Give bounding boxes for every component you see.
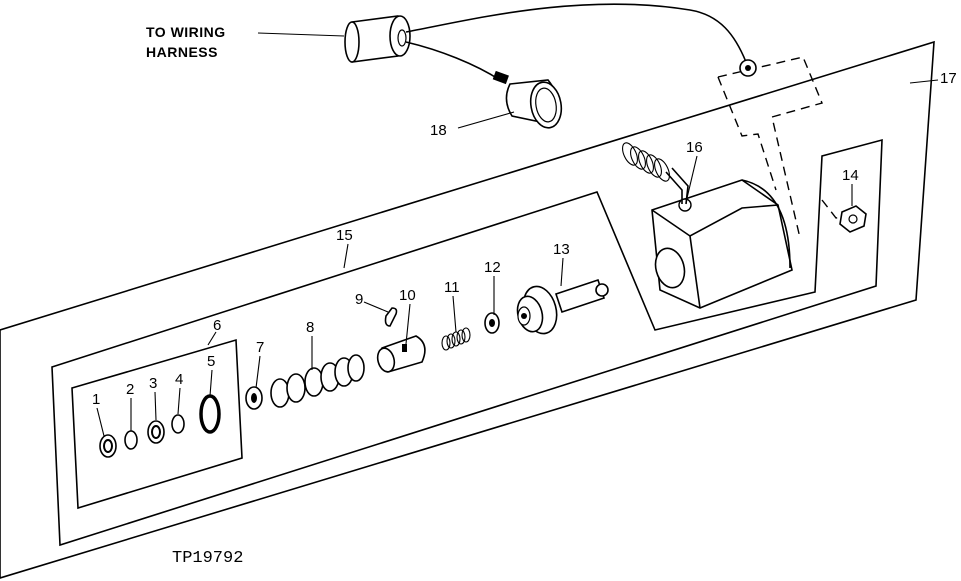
callout-6: 6: [213, 317, 221, 334]
outer-panel: [0, 40, 935, 579]
o-ring-2: [124, 430, 138, 450]
callout-7: 7: [256, 339, 264, 356]
washer-12: [484, 312, 500, 334]
callout-13: 13: [553, 241, 570, 258]
figure-id: TP19792: [172, 549, 243, 568]
callout-4: 4: [175, 371, 183, 388]
ring-5: [199, 394, 221, 434]
dashed-outline-2: [717, 76, 777, 191]
seal-7: [245, 386, 263, 410]
callout-17: 17: [940, 70, 957, 87]
callout-10: 10: [399, 287, 416, 304]
callout-9: 9: [355, 291, 363, 308]
wiring-label-line2: HARNESS: [146, 44, 218, 60]
sleeve-10: [376, 335, 426, 373]
spool-8: [270, 354, 365, 408]
callout-18: 18: [430, 122, 447, 139]
nut-14: [839, 205, 867, 233]
wiring-connector: [344, 3, 757, 129]
solenoid-coil: [622, 142, 793, 309]
o-ring-4: [171, 414, 185, 434]
callout-3: 3: [149, 375, 157, 392]
wiring-label-line1: TO WIRING: [146, 24, 226, 40]
callout-11: 11: [444, 279, 460, 296]
dashed-outline: [717, 56, 823, 239]
callout-15: 15: [336, 227, 353, 244]
callout-5: 5: [207, 353, 215, 370]
callout-14: 14: [842, 167, 859, 184]
plug-3: [147, 420, 165, 444]
leader-lines: [96, 32, 939, 437]
callout-16: 16: [686, 139, 703, 156]
callout-12: 12: [484, 259, 501, 276]
callout-2: 2: [126, 381, 134, 398]
plug-1: [99, 434, 117, 458]
callout-8: 8: [306, 319, 314, 336]
group-panel-15: [51, 138, 883, 547]
pin-9: [384, 307, 398, 327]
valve-13: [516, 278, 609, 335]
group-panel-6: [71, 338, 243, 510]
callout-1: 1: [92, 391, 100, 408]
spring-11: [441, 327, 471, 351]
